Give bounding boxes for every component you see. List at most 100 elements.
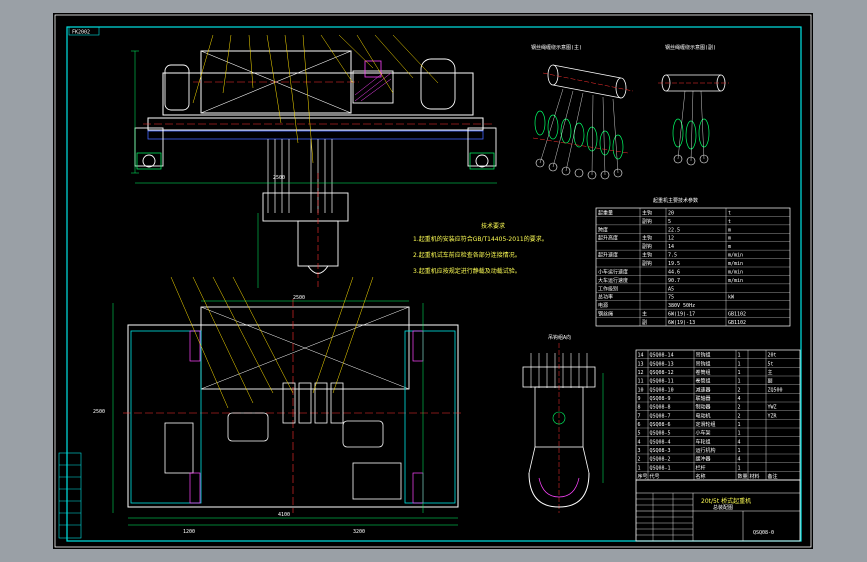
parts-cell: 14: [638, 353, 644, 359]
parts-cell: 2: [738, 387, 741, 393]
dim-plan-width: 4100: [278, 512, 290, 518]
parts-cell: 数量: [738, 473, 748, 480]
parts-cell: QSQ08-4: [650, 439, 671, 445]
tech-cell: m/min: [728, 269, 743, 275]
tech-table-title: 起重机主要技术参数: [653, 197, 698, 204]
hook-block: [262, 192, 349, 222]
parts-cell: 1: [738, 361, 741, 367]
tech-cell: 总功率: [598, 294, 613, 301]
parts-cell: 1: [738, 370, 741, 376]
parts-cell: QSQ08-10: [650, 387, 674, 393]
parts-cell: 制动器: [696, 404, 711, 411]
parts-cell: 缓冲器: [696, 456, 711, 463]
parts-cell: 9: [638, 396, 641, 402]
dim-left-height: 2500: [93, 409, 105, 415]
revision-strip: [58, 452, 82, 539]
rope-left-label: 钢丝绳缠绕示意图(主): [531, 44, 582, 51]
parts-cell: QSQ08-3: [650, 448, 671, 454]
parts-cell: ZQ500: [768, 387, 783, 393]
parts-cell: 车轮组: [696, 438, 711, 445]
title-block-sub: 总装配图: [713, 504, 733, 511]
parts-cell: 20t: [768, 353, 777, 359]
parts-cell: 2: [738, 413, 741, 419]
technical-notes: 技术要求 1.起重机的安装应符合GB/T14405-2011的要求。 2.起重机…: [413, 222, 548, 275]
parts-cell: 代号: [650, 473, 660, 480]
notes-heading: 技术要求: [481, 222, 505, 230]
tech-cell: 19.5: [668, 261, 680, 267]
tech-cell: 主钩: [642, 235, 652, 242]
note-1: 1.起重机的安装应符合GB/T14405-2011的要求。: [413, 235, 548, 243]
dim-bottom-a: 1200: [183, 529, 195, 535]
tech-cell: 小车运行速度: [598, 268, 628, 275]
tech-cell: GB1102: [728, 320, 746, 326]
tech-cell: 主: [642, 311, 647, 318]
parts-cell: 电动机: [696, 412, 711, 419]
parts-cell: 小车架: [696, 430, 711, 437]
title-block-name: 20t/5t 桥式起重机: [701, 497, 751, 505]
front-elevation-view: [131, 34, 497, 288]
tech-cell: 大车运行速度: [598, 277, 628, 284]
tech-cell: 20: [668, 210, 674, 216]
parts-cell: 名称: [696, 473, 706, 480]
parts-cell: 备注: [768, 473, 778, 480]
parts-cell: 4: [638, 439, 641, 445]
motor-left: [164, 64, 190, 111]
tech-cell: 跨度: [598, 226, 608, 233]
parts-cell: YWZ: [768, 405, 777, 411]
parts-cell: 栏杆: [696, 464, 706, 471]
tech-cell: 90.7: [668, 278, 680, 284]
tech-cell: 副钩: [642, 243, 652, 250]
parts-cell: 吊钩组: [696, 352, 711, 359]
tech-cell: 主钩: [642, 209, 652, 216]
tech-cell: 7.5: [668, 253, 677, 259]
tech-cell: m: [728, 244, 731, 250]
tech-cell: 6W(19)-17: [668, 312, 695, 318]
rope-right-label: 钢丝绳缠绕示意图(副): [665, 44, 716, 51]
gearbox: [352, 70, 394, 104]
rope-reeving-right: 钢丝绳缠绕示意图(副): [658, 44, 729, 166]
parts-cell: 定滑轮组: [696, 421, 716, 428]
tech-cell: 主钩: [642, 252, 652, 259]
parts-cell: 2: [638, 457, 641, 463]
parts-cell: 13: [638, 361, 644, 367]
parts-cell: 8: [638, 405, 641, 411]
hook-view-label: 吊钩组A向: [548, 334, 571, 341]
parts-cell: QSQ08-7: [650, 413, 671, 419]
tech-cell: 起升高度: [598, 235, 618, 242]
tech-cell: m/min: [728, 261, 743, 267]
tech-cell: 380V 50Hz: [668, 303, 695, 309]
parts-cell: QSQ08-11: [650, 379, 674, 385]
parts-cell: YZR: [768, 413, 778, 419]
tech-cell: 44.6: [668, 269, 680, 275]
hook-detail-view: 吊钩组A向: [522, 334, 604, 513]
parts-cell: 1: [738, 379, 741, 385]
tech-cell: GB1102: [728, 312, 746, 318]
parts-cell: QSQ08-2: [650, 457, 671, 463]
tech-cell: kW: [728, 295, 735, 301]
stamp-box: [68, 26, 100, 36]
tech-cell: 75: [668, 295, 674, 301]
tech-cell: m: [728, 227, 731, 233]
parts-cell: 主: [768, 369, 773, 376]
tech-cell: 副钩: [642, 218, 652, 225]
tech-cell: m/min: [728, 278, 743, 284]
parts-cell: QSQ08-13: [650, 361, 674, 367]
parts-cell: 材料: [750, 473, 760, 480]
parts-cell: QSQ08-14: [650, 353, 674, 359]
parts-cell: 7: [638, 413, 641, 419]
dim-top-span: 2500: [273, 175, 285, 181]
parts-cell: 1: [738, 353, 741, 359]
tech-cell: m: [728, 236, 731, 242]
parts-cell: 序号: [638, 473, 648, 480]
parts-cell: QSQ08-8: [650, 405, 671, 411]
parts-cell: 11: [638, 379, 644, 385]
stamp-text: FK2002: [72, 30, 90, 36]
tech-cell: 起升速度: [598, 252, 618, 259]
parts-cell: QSQ08-5: [650, 431, 671, 437]
tech-cell: 钢丝绳: [598, 311, 613, 318]
parts-cell: 卷筒组: [696, 378, 711, 385]
parts-cell: 1: [738, 431, 741, 437]
parts-cell: 副: [768, 378, 773, 385]
